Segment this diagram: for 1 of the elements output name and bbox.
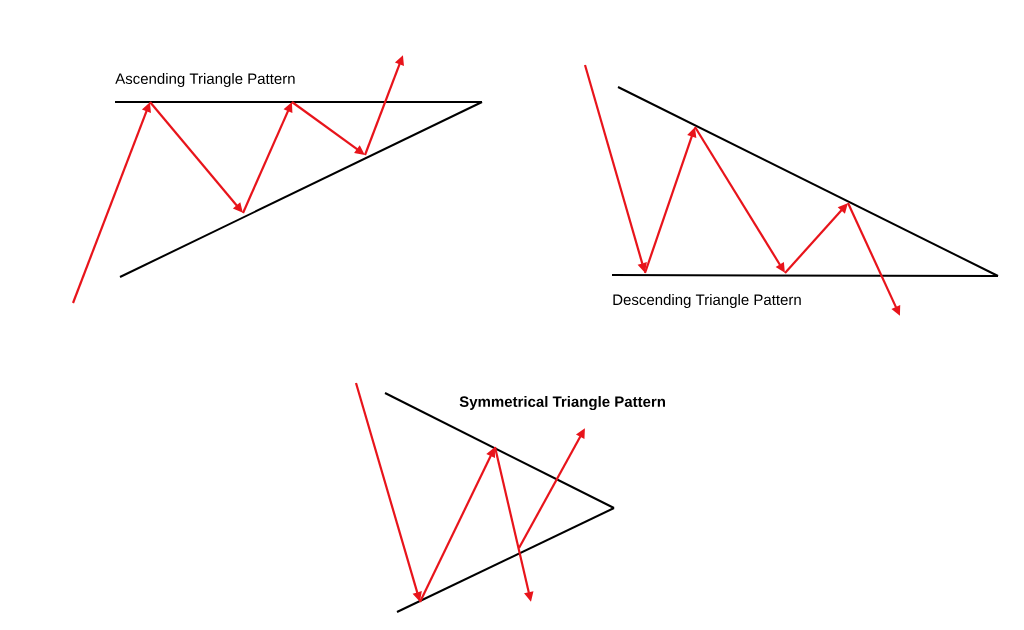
pattern-title: Symmetrical Triangle Pattern <box>459 395 665 411</box>
